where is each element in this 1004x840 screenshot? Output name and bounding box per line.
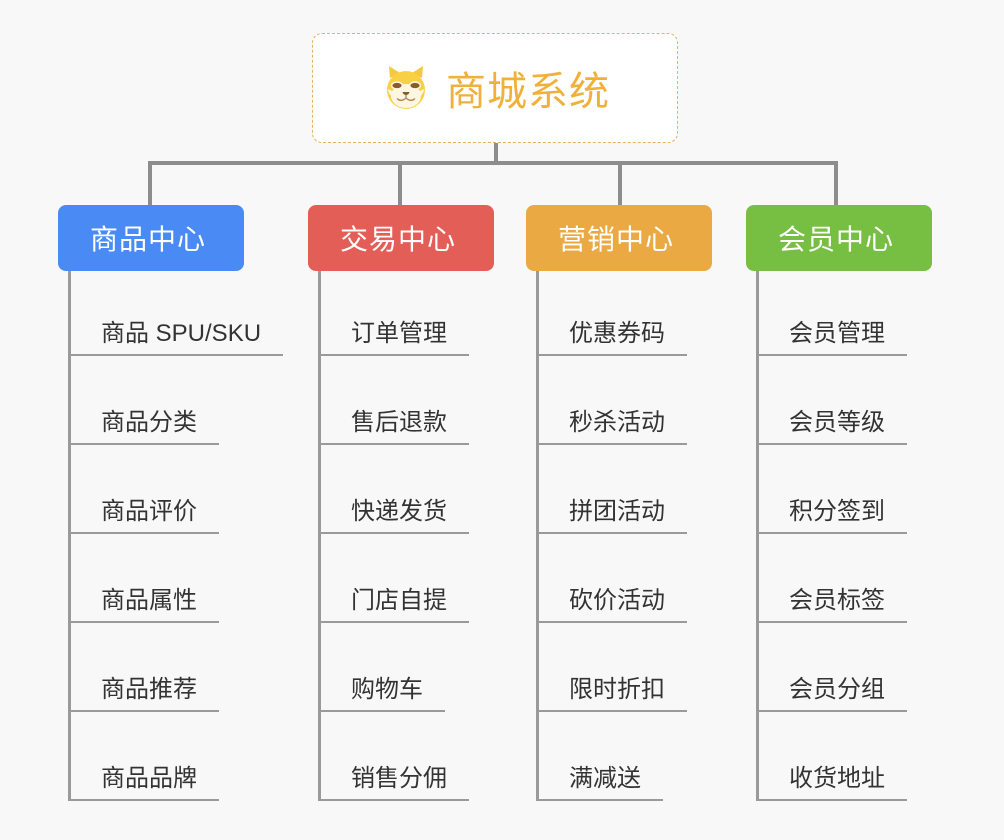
leaf-label: 商品推荐 <box>71 669 219 712</box>
list-item[interactable]: 商品分类 <box>71 356 288 445</box>
leaf-list-2: 订单管理 售后退款 快递发货 门店自提 购物车 销售分佣 <box>318 271 538 801</box>
leaf-label: 商品分类 <box>71 402 219 445</box>
list-item[interactable]: 销售分佣 <box>321 712 538 801</box>
connector-horizontal-bus <box>148 161 838 165</box>
leaf-list-4: 会员管理 会员等级 积分签到 会员标签 会员分组 收货地址 <box>756 271 976 801</box>
list-item[interactable]: 收货地址 <box>759 712 976 801</box>
leaf-list-3: 优惠券码 秒杀活动 拼团活动 砍价活动 限时折扣 满减送 <box>536 271 756 801</box>
category-label-3: 营销中心 <box>558 224 675 255</box>
category-label-1: 商品中心 <box>90 224 207 255</box>
leaf-label: 会员管理 <box>759 313 907 356</box>
list-item[interactable]: 商品 SPU/SKU <box>71 271 288 356</box>
leaf-label: 快递发货 <box>321 491 469 534</box>
category-header-2[interactable]: 交易中心 <box>308 205 494 271</box>
leaf-label: 会员分组 <box>759 669 907 712</box>
list-item[interactable]: 商品推荐 <box>71 623 288 712</box>
leaf-label: 拼团活动 <box>539 491 687 534</box>
leaf-label: 售后退款 <box>321 402 469 445</box>
leaf-label: 限时折扣 <box>539 669 687 712</box>
list-item[interactable]: 会员管理 <box>759 271 976 356</box>
connector-drop-3 <box>618 161 622 205</box>
connector-drop-4 <box>834 161 838 205</box>
list-item[interactable]: 会员分组 <box>759 623 976 712</box>
connector-drop-2 <box>398 161 402 205</box>
list-item[interactable]: 门店自提 <box>321 534 538 623</box>
shiba-dog-icon <box>380 62 432 114</box>
list-item[interactable]: 拼团活动 <box>539 445 756 534</box>
leaf-label: 商品品牌 <box>71 758 219 801</box>
leaf-label: 会员等级 <box>759 402 907 445</box>
category-label-4: 会员中心 <box>778 224 895 255</box>
leaf-label: 商品属性 <box>71 580 219 623</box>
list-item[interactable]: 商品评价 <box>71 445 288 534</box>
connector-drop-1 <box>148 161 152 205</box>
list-item[interactable]: 限时折扣 <box>539 623 756 712</box>
leaf-label: 收货地址 <box>759 758 907 801</box>
branch-column-4: 会员中心 会员管理 会员等级 积分签到 会员标签 会员分组 收货地址 <box>746 205 976 801</box>
category-label-2: 交易中心 <box>340 224 457 255</box>
list-item[interactable]: 优惠券码 <box>539 271 756 356</box>
list-item[interactable]: 积分签到 <box>759 445 976 534</box>
list-item[interactable]: 商品品牌 <box>71 712 288 801</box>
list-item[interactable]: 购物车 <box>321 623 538 712</box>
category-header-3[interactable]: 营销中心 <box>526 205 712 271</box>
list-item[interactable]: 砍价活动 <box>539 534 756 623</box>
leaf-label: 销售分佣 <box>321 758 469 801</box>
branch-column-2: 交易中心 订单管理 售后退款 快递发货 门店自提 购物车 销售分佣 <box>308 205 538 801</box>
list-item[interactable]: 满减送 <box>539 712 756 801</box>
leaf-list-1: 商品 SPU/SKU 商品分类 商品评价 商品属性 商品推荐 商品品牌 <box>68 271 288 801</box>
leaf-label: 砍价活动 <box>539 580 687 623</box>
leaf-label: 秒杀活动 <box>539 402 687 445</box>
leaf-label: 商品 SPU/SKU <box>71 313 284 356</box>
list-item[interactable]: 会员等级 <box>759 356 976 445</box>
branch-column-1: 商品中心 商品 SPU/SKU 商品分类 商品评价 商品属性 商品推荐 商品品牌 <box>58 205 288 801</box>
leaf-label: 积分签到 <box>759 491 907 534</box>
leaf-label: 门店自提 <box>321 580 469 623</box>
root-node[interactable]: 商城系统 <box>312 33 678 143</box>
connector-root-stem <box>494 143 498 163</box>
list-item[interactable]: 秒杀活动 <box>539 356 756 445</box>
list-item[interactable]: 快递发货 <box>321 445 538 534</box>
list-item[interactable]: 会员标签 <box>759 534 976 623</box>
list-item[interactable]: 商品属性 <box>71 534 288 623</box>
leaf-label: 订单管理 <box>321 313 469 356</box>
category-header-1[interactable]: 商品中心 <box>58 205 244 271</box>
root-title: 商城系统 <box>446 70 610 114</box>
category-header-4[interactable]: 会员中心 <box>746 205 932 271</box>
list-item[interactable]: 订单管理 <box>321 271 538 356</box>
leaf-label: 会员标签 <box>759 580 907 623</box>
leaf-label: 购物车 <box>321 669 445 712</box>
list-item[interactable]: 售后退款 <box>321 356 538 445</box>
leaf-label: 满减送 <box>539 758 663 801</box>
leaf-label: 商品评价 <box>71 491 219 534</box>
leaf-label: 优惠券码 <box>539 313 687 356</box>
branch-column-3: 营销中心 优惠券码 秒杀活动 拼团活动 砍价活动 限时折扣 满减送 <box>526 205 756 801</box>
